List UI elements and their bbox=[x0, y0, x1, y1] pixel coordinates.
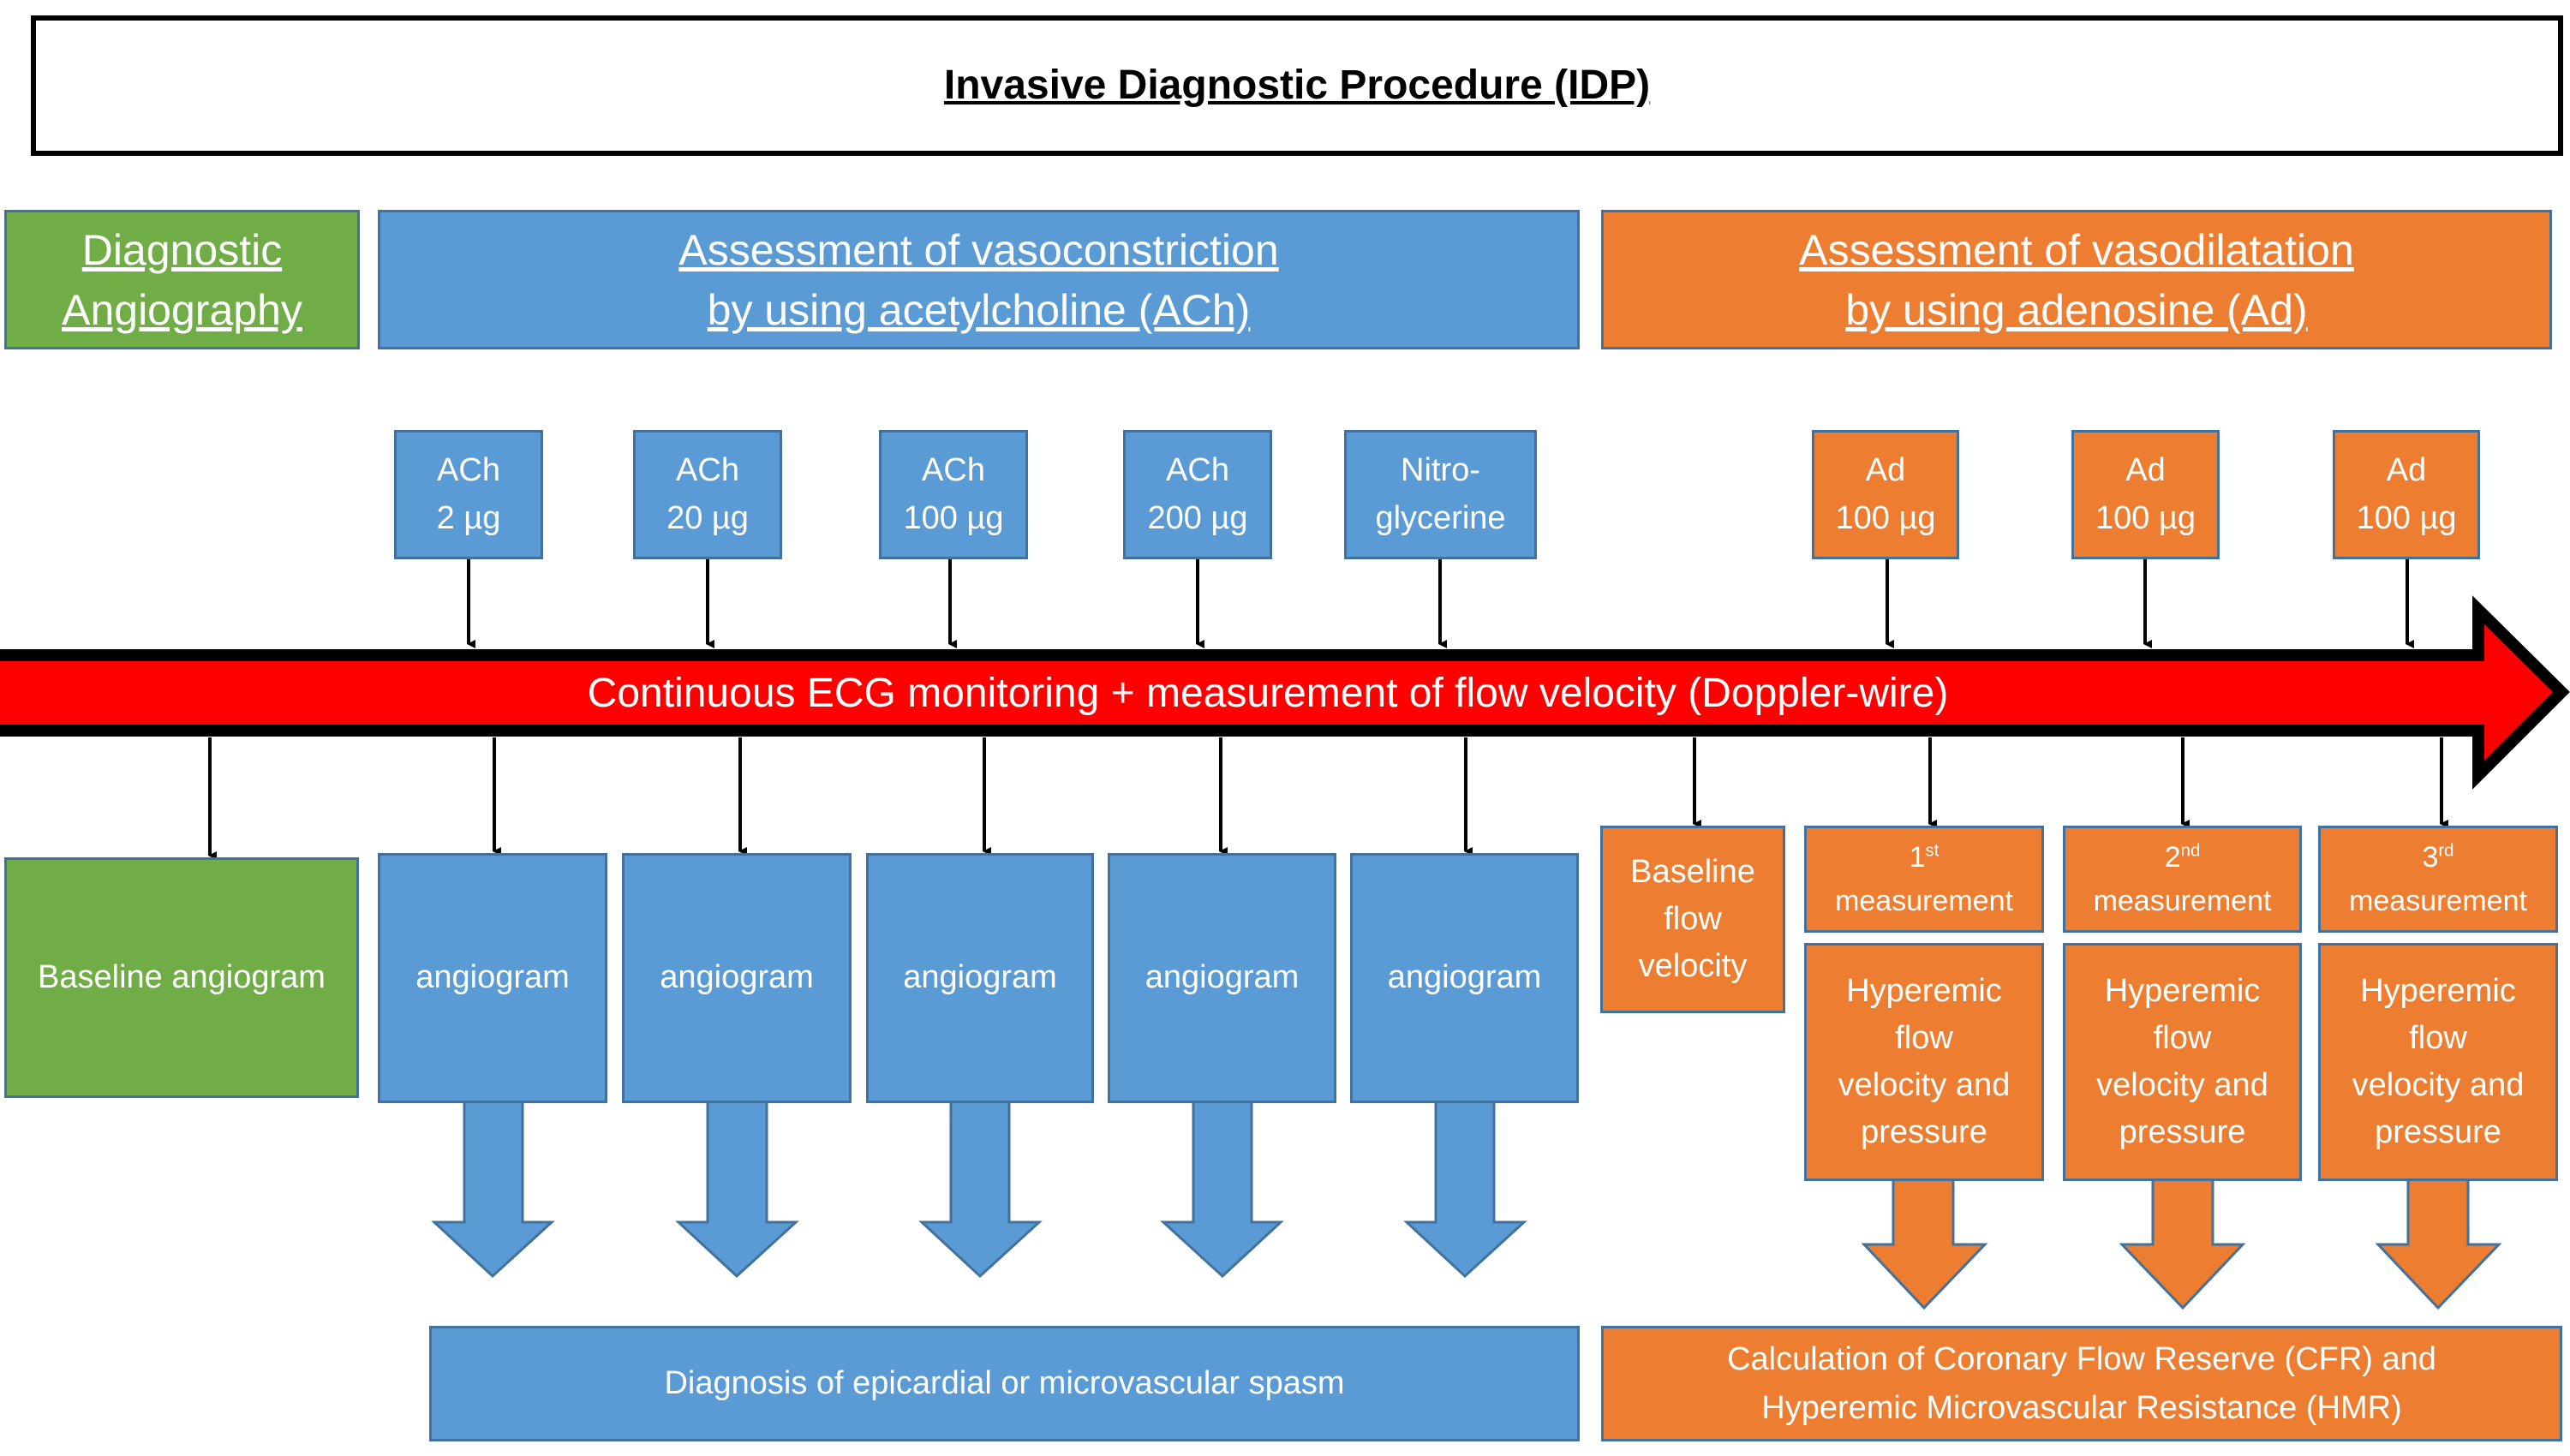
baseline-angiogram-box: Baseline angiogram bbox=[4, 857, 359, 1098]
outcome-vasodilatation: Calculation of Coronary Flow Reserve (CF… bbox=[1601, 1326, 2562, 1441]
dose-box-ach-100: ACh 100 µg bbox=[879, 430, 1028, 559]
measurement-box-3: 3rd measurement bbox=[2318, 826, 2558, 933]
callout-arrow-angiogram-2 bbox=[675, 1100, 799, 1279]
callout-arrow-measurement-1 bbox=[1861, 1177, 1988, 1310]
outcome-vasoconstriction: Diagnosis of epicardial or microvascular… bbox=[429, 1326, 1580, 1441]
phase-header-line: Diagnostic bbox=[81, 225, 283, 274]
angiogram-box-5: angiogram bbox=[1350, 853, 1579, 1103]
angiogram-box-4: angiogram bbox=[1108, 853, 1336, 1103]
dose-box-ach-20: ACh 20 µg bbox=[633, 430, 782, 559]
dose-box-ad-3: Ad 100 µg bbox=[2333, 430, 2480, 559]
dose-agent: Ad bbox=[2125, 452, 2166, 489]
measurement-ordinal: 2nd bbox=[2164, 840, 2201, 874]
procedure-title-box: Invasive Diagnostic Procedure (IDP) bbox=[31, 15, 2563, 156]
dose-box-ad-2: Ad 100 µg bbox=[2071, 430, 2220, 559]
measurement-ordinal: 3rd bbox=[2422, 840, 2454, 874]
phase-header-line: Angiography bbox=[62, 285, 302, 334]
hyperemic-result-box-3: Hyperemic flow velocity and pressure bbox=[2318, 943, 2558, 1181]
hyperemic-result-box-1: Hyperemic flow velocity and pressure bbox=[1804, 943, 2044, 1181]
callout-arrow-measurement-2 bbox=[2119, 1177, 2246, 1310]
callout-arrow-angiogram-1 bbox=[431, 1100, 555, 1279]
timeline-arrow bbox=[0, 595, 2570, 790]
dose-amount: 100 µg bbox=[2356, 499, 2457, 536]
dose-box-ad-1: Ad 100 µg bbox=[1812, 430, 1959, 559]
angiogram-box-1: angiogram bbox=[378, 853, 607, 1103]
hyperemic-result-box-2: Hyperemic flow velocity and pressure bbox=[2063, 943, 2302, 1181]
dose-agent: ACh bbox=[676, 452, 739, 489]
dose-agent: ACh bbox=[1166, 452, 1229, 489]
phase-header-diagnostic-angiography: Diagnostic Angiography bbox=[4, 210, 360, 349]
dose-amount: 200 µg bbox=[1147, 499, 1248, 536]
callout-arrow-angiogram-3 bbox=[918, 1100, 1043, 1279]
angiogram-box-3: angiogram bbox=[866, 853, 1094, 1103]
outcome-line: Calculation of Coronary Flow Reserve (CF… bbox=[1727, 1340, 2436, 1377]
dose-box-ach-2: ACh 2 µg bbox=[394, 430, 543, 559]
dose-agent: ACh bbox=[437, 452, 500, 489]
callout-arrow-measurement-3 bbox=[2375, 1177, 2502, 1310]
phase-header-line: by using acetylcholine (ACh) bbox=[707, 285, 1251, 334]
measurement-box-1: 1st measurement bbox=[1804, 826, 2044, 933]
measurement-label: measurement bbox=[1835, 884, 2013, 917]
phase-header-vasoconstriction: Assessment of vasoconstriction by using … bbox=[378, 210, 1580, 349]
dose-amount: 100 µg bbox=[903, 499, 1004, 536]
outcome-line: Hyperemic Microvascular Resistance (HMR) bbox=[1761, 1389, 2402, 1426]
phase-header-line: by using adenosine (Ad) bbox=[1845, 285, 2308, 334]
dose-amount: 100 µg bbox=[2095, 499, 2196, 536]
dose-agent: Ad bbox=[1865, 452, 1906, 489]
timeline-label: Continuous ECG monitoring + measurement … bbox=[587, 670, 1949, 716]
dose-agent: ACh bbox=[922, 452, 985, 489]
dose-amount: 20 µg bbox=[666, 499, 749, 536]
measurement-box-2: 2nd measurement bbox=[2063, 826, 2302, 933]
dose-amount: 2 µg bbox=[436, 499, 501, 536]
baseline-flow-velocity-box: Baseline flow velocity bbox=[1600, 826, 1785, 1013]
measurement-label: measurement bbox=[2093, 884, 2272, 917]
dose-box-nitroglycerine: Nitro-glycerine bbox=[1344, 430, 1537, 559]
measurement-ordinal: 1st bbox=[1909, 840, 1939, 874]
dose-amount: 100 µg bbox=[1835, 499, 1936, 536]
procedure-title: Invasive Diagnostic Procedure (IDP) bbox=[943, 62, 1651, 108]
phase-header-line: Assessment of vasoconstriction bbox=[678, 225, 1279, 274]
dose-box-ach-200: ACh 200 µg bbox=[1123, 430, 1272, 559]
callout-arrow-angiogram-5 bbox=[1403, 1100, 1527, 1279]
angiogram-box-2: angiogram bbox=[622, 853, 852, 1103]
phase-header-line: Assessment of vasodilatation bbox=[1799, 225, 2354, 274]
measurement-label: measurement bbox=[2349, 884, 2527, 917]
phase-header-vasodilatation: Assessment of vasodilatation by using ad… bbox=[1601, 210, 2552, 349]
callout-arrow-angiogram-4 bbox=[1160, 1100, 1284, 1279]
dose-amount: glycerine bbox=[1375, 499, 1506, 536]
dose-agent: Ad bbox=[2386, 452, 2427, 489]
dose-agent: Nitro- bbox=[1401, 452, 1480, 489]
